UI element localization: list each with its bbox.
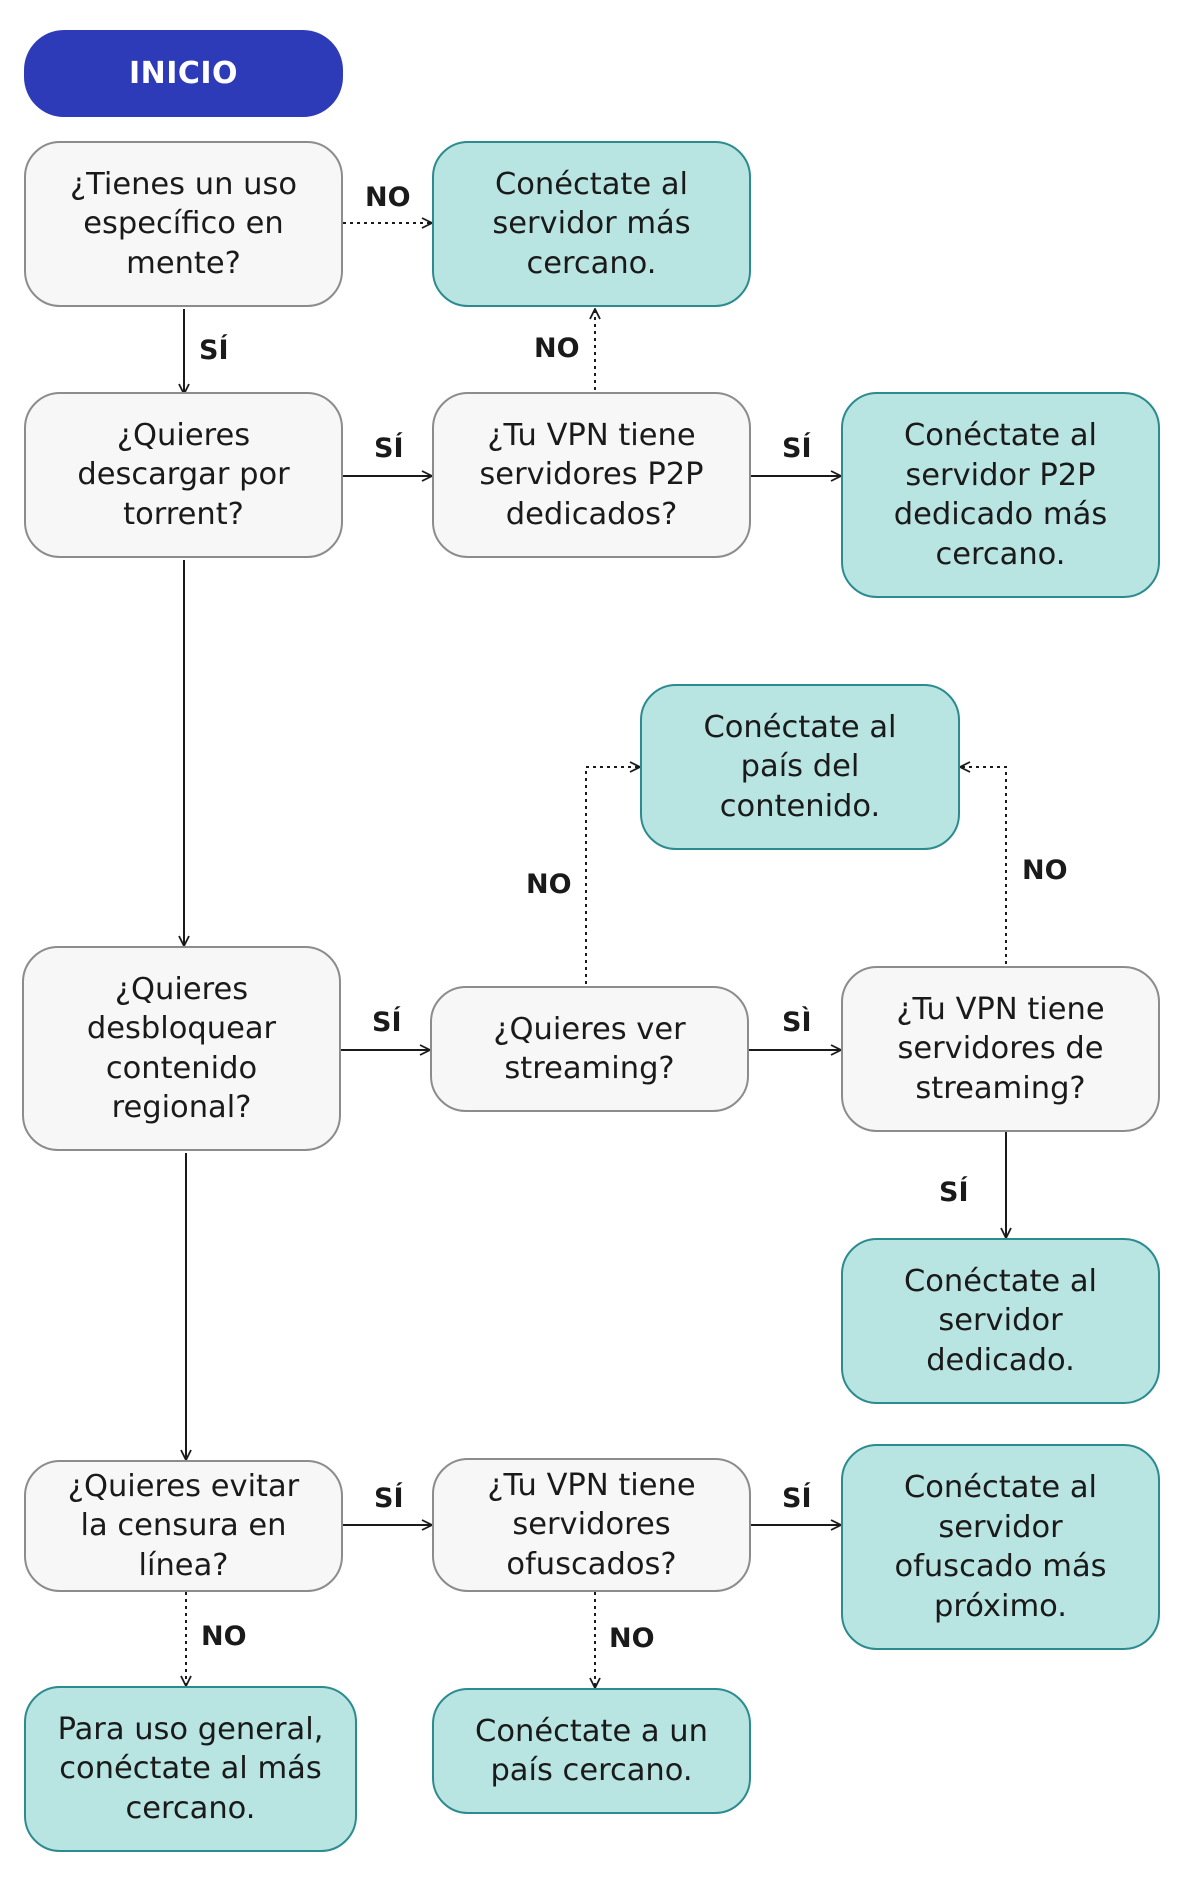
question-streaming-servers: ¿Tu VPN tiene servidores de streaming?: [841, 966, 1160, 1132]
question-p2p-servers-text: ¿Tu VPN tiene servidores P2P dedicados?: [479, 417, 704, 532]
label-no-streaming-servers: NO: [1022, 855, 1068, 886]
arrow-streaming-no: [585, 767, 640, 984]
question-obfuscated-servers-text: ¿Tu VPN tiene servidores ofuscados?: [487, 1467, 696, 1582]
answer-general-use: Para uso general, conéctate al más cerca…: [24, 1686, 357, 1852]
answer-nearby-country: Conéctate a un país cercano.: [432, 1688, 751, 1814]
answer-nearest-server-text: Conéctate al servidor más cercano.: [492, 166, 691, 281]
answer-p2p-server: Conéctate al servidor P2P dedicado más c…: [841, 392, 1160, 598]
question-unblock-regional: ¿Quieres desbloquear contenido regional?: [22, 946, 341, 1151]
question-specific-use: ¿Tienes un uso específico en mente?: [24, 141, 343, 307]
question-unblock-regional-text: ¿Quieres desbloquear contenido regional?: [86, 971, 277, 1126]
question-censorship-text: ¿Quieres evitar la censura en línea?: [67, 1468, 300, 1583]
answer-content-country-text: Conéctate al país del contenido.: [703, 709, 897, 824]
answer-dedicated-server-text: Conéctate al servidor dedicado.: [903, 1263, 1098, 1378]
label-no-censorship: NO: [201, 1621, 247, 1652]
question-torrent: ¿Quieres descargar por torrent?: [24, 392, 343, 558]
question-streaming-servers-text: ¿Tu VPN tiene servidores de streaming?: [896, 991, 1105, 1106]
question-torrent-text: ¿Quieres descargar por torrent?: [77, 417, 290, 532]
label-yes-obfuscated: SÍ: [782, 1483, 812, 1514]
label-yes-p2p: SÍ: [782, 433, 812, 464]
question-censorship: ¿Quieres evitar la censura en línea?: [24, 1460, 343, 1592]
label-yes-streaming: SÌ: [782, 1007, 812, 1038]
answer-general-use-text: Para uso general, conéctate al más cerca…: [57, 1711, 324, 1826]
answer-p2p-server-text: Conéctate al servidor P2P dedicado más c…: [893, 418, 1108, 572]
question-obfuscated-servers: ¿Tu VPN tiene servidores ofuscados?: [432, 1458, 751, 1592]
question-specific-use-text: ¿Tienes un uso específico en mente?: [69, 166, 298, 281]
answer-obfuscated-server: Conéctate al servidor ofuscado más próxi…: [841, 1444, 1160, 1650]
label-no-obfuscated: NO: [609, 1623, 655, 1654]
answer-dedicated-server: Conéctate al servidor dedicado.: [841, 1238, 1160, 1404]
question-p2p-servers: ¿Tu VPN tiene servidores P2P dedicados?: [432, 392, 751, 558]
answer-obfuscated-server-text: Conéctate al servidor ofuscado más próxi…: [894, 1470, 1107, 1624]
label-no-p2p: NO: [534, 333, 580, 364]
question-streaming: ¿Quieres ver streaming?: [430, 986, 749, 1112]
start-label: INICIO: [128, 55, 239, 91]
label-yes-unblock: SÍ: [372, 1007, 402, 1038]
label-no-specific-use: NO: [365, 182, 411, 213]
answer-nearby-country-text: Conéctate a un país cercano.: [475, 1713, 708, 1789]
start-node: INICIO: [24, 30, 343, 117]
label-yes-specific-use: SÍ: [199, 335, 229, 366]
label-no-streaming: NO: [526, 869, 572, 900]
arrow-streaming-servers-no: [960, 767, 1007, 964]
label-yes-streaming-servers: SÍ: [939, 1177, 969, 1208]
label-yes-torrent: SÍ: [374, 433, 404, 464]
answer-content-country: Conéctate al país del contenido.: [640, 684, 960, 850]
question-streaming-text: ¿Quieres ver streaming?: [493, 1011, 686, 1087]
label-yes-censorship: SÍ: [374, 1483, 404, 1514]
answer-nearest-server: Conéctate al servidor más cercano.: [432, 141, 751, 307]
